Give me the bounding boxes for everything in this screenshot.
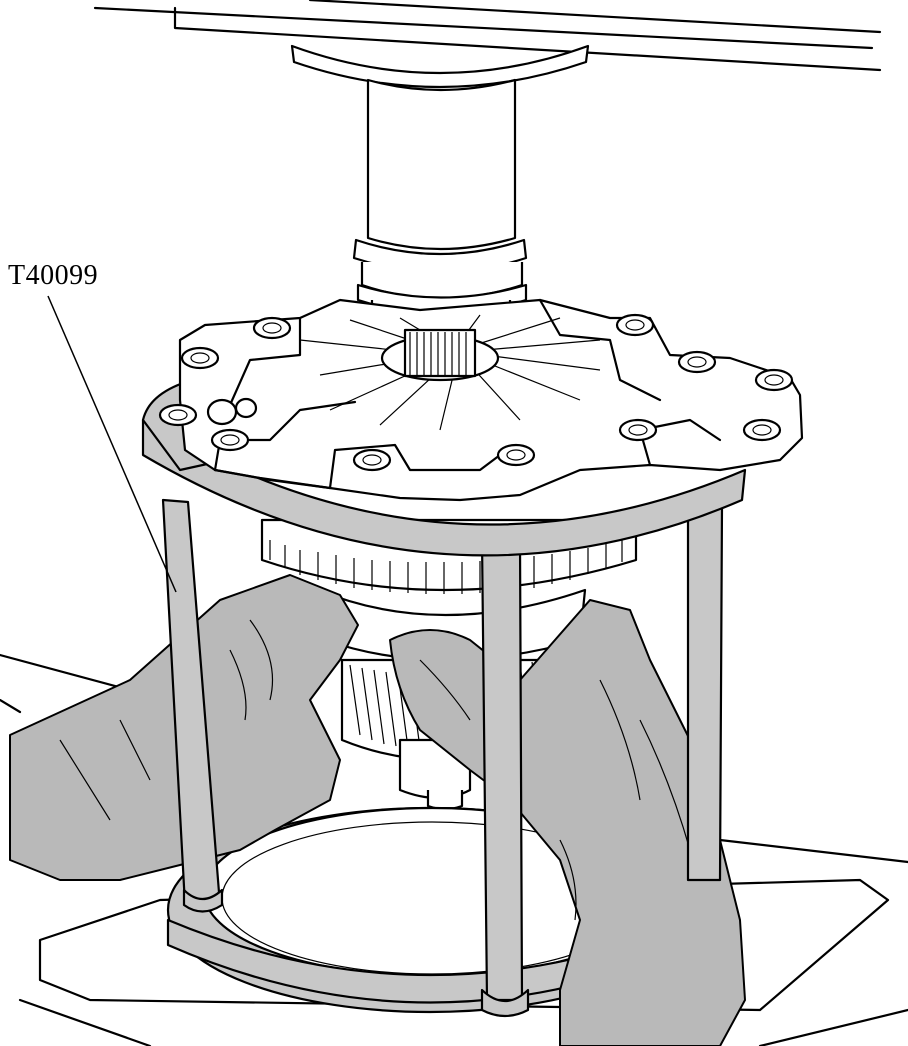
press-table — [93, 0, 882, 72]
callout-leader — [47, 295, 177, 593]
housing-cover — [158, 298, 804, 502]
tool-callout-label: T40099 — [8, 260, 99, 291]
bolt-bosses — [158, 313, 794, 472]
press-mandrel — [290, 44, 590, 332]
workbench — [0, 653, 908, 1046]
